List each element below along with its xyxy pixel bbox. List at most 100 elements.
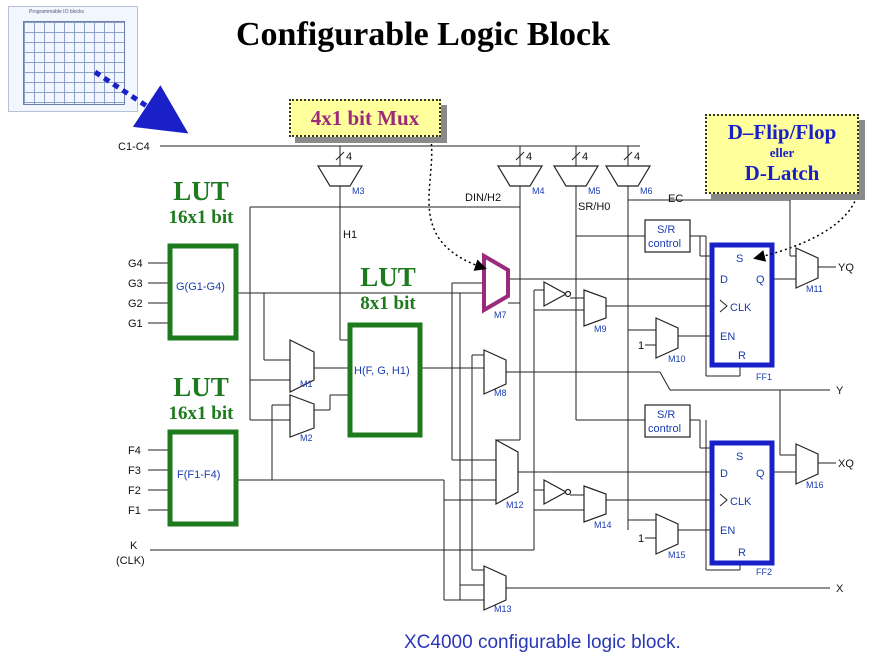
flipflop-callout-line2: eller	[769, 145, 795, 160]
ff2-en: EN	[720, 525, 735, 537]
input-f4: F4	[128, 445, 141, 457]
mux-m2	[289, 394, 315, 438]
wires	[148, 145, 836, 601]
sr-control-2	[644, 404, 691, 438]
flipflop-ff1	[709, 242, 775, 368]
output-y: Y	[836, 385, 844, 397]
input-f2: F2	[128, 485, 141, 497]
lut-h-box	[347, 322, 423, 438]
input-c1-c4: C1-C4	[118, 141, 150, 153]
fpga-array-thumbnail: Programmable IO blocks	[8, 6, 138, 112]
mux-m5	[552, 165, 600, 187]
mux-m16	[795, 443, 819, 485]
label-m14: M14	[594, 520, 612, 530]
label-m1: M1	[300, 379, 313, 389]
mux-m6	[604, 165, 652, 187]
input-f3: F3	[128, 465, 141, 477]
ff2-r: R	[738, 547, 746, 559]
input-k: K	[130, 540, 138, 552]
label-m10: M10	[668, 354, 686, 364]
flipflop-ff2	[709, 440, 775, 566]
mux-m14	[583, 485, 607, 523]
signal-h1: H1	[343, 229, 357, 241]
inverter-top	[543, 280, 568, 308]
mux-m8	[483, 349, 507, 395]
mux-m11	[795, 247, 819, 289]
output-yq: YQ	[838, 262, 854, 274]
inverters	[543, 280, 572, 506]
lut-g-block-label: G(G1-G4)	[176, 281, 225, 293]
lut-h-size: 8x1 bit	[360, 293, 416, 314]
input-f1: F1	[128, 505, 141, 517]
ff1-clk: CLK	[730, 302, 752, 314]
flipflop-callout: D–Flip/Flop eller D-Latch	[705, 114, 859, 194]
top-muxes	[316, 165, 652, 187]
lut-g-heading: LUT	[173, 176, 229, 206]
input-g4: G4	[128, 258, 143, 270]
ff1-name: FF1	[756, 372, 772, 382]
lut-h-block-label: H(F, G, H1)	[354, 365, 410, 377]
mux-m7-highlighted	[482, 252, 510, 314]
bus-width-m4: 4	[526, 151, 532, 163]
label-m2: M2	[300, 433, 313, 443]
label-m15: M15	[668, 550, 686, 560]
inverter-bottom	[543, 478, 568, 506]
input-g3: G3	[128, 278, 143, 290]
lut-f-box	[167, 429, 239, 527]
mux-m4	[496, 165, 544, 187]
mux-m3	[316, 165, 364, 187]
label-m5: M5	[588, 186, 601, 196]
ff2-clk: CLK	[730, 496, 752, 508]
side-muxes	[289, 247, 819, 611]
input-g1: G1	[128, 318, 143, 330]
lut-g-label: LUT 16x1 bit	[166, 176, 236, 229]
mux-m12	[495, 438, 519, 506]
mux-m13	[483, 565, 507, 611]
ff2-q: Q	[756, 468, 765, 480]
mux-m1	[289, 339, 315, 393]
label-m6: M6	[640, 186, 653, 196]
ff1-en: EN	[720, 331, 735, 343]
lut-f-label: LUT 16x1 bit	[166, 372, 236, 425]
label-m8: M8	[494, 388, 507, 398]
sr-control-1-line2: control	[648, 238, 681, 250]
pointer-arrow	[93, 69, 189, 134]
constant-one-bottom: 1	[638, 533, 644, 545]
lut-f-size: 16x1 bit	[168, 403, 234, 424]
page-title: Configurable Logic Block	[236, 16, 611, 53]
thumbnail-header: Programmable IO blocks	[29, 9, 85, 15]
flipflop-callout-line3: D-Latch	[744, 161, 820, 185]
mux-m10	[655, 317, 679, 359]
ff2-name: FF2	[756, 567, 772, 577]
label-m11: M11	[806, 284, 823, 294]
bus-width-m5: 4	[582, 151, 588, 163]
clb-grid	[23, 21, 125, 105]
signal-din-h2: DIN/H2	[465, 192, 501, 204]
label-m13: M13	[494, 604, 512, 614]
lut-f-block-label: F(F1-F4)	[177, 469, 220, 481]
ff1-d: D	[720, 274, 728, 286]
ff1-s: S	[736, 253, 743, 265]
ff1-r: R	[738, 350, 746, 362]
mux-callout: 4x1 bit Mux	[289, 99, 441, 137]
mux-m9	[583, 289, 607, 327]
ff2-s: S	[736, 451, 743, 463]
label-m7: M7	[494, 310, 507, 320]
label-m4: M4	[532, 186, 545, 196]
sr-control-2-line1: S/R	[657, 409, 675, 421]
lut-h-label: LUT 8x1 bit	[350, 262, 426, 315]
bus-width-m3: 4	[346, 151, 352, 163]
constant-one-top: 1	[638, 340, 644, 352]
label-m12: M12	[506, 500, 524, 510]
sr-control-1-line1: S/R	[657, 224, 675, 236]
figure-caption: XC4000 configurable logic block.	[404, 632, 681, 653]
lut-g-box	[167, 243, 239, 341]
ff2-d: D	[720, 468, 728, 480]
lut-f-heading: LUT	[173, 372, 229, 402]
ff1-q: Q	[756, 274, 765, 286]
bus-width-m6: 4	[634, 151, 640, 163]
bus-markers	[335, 151, 633, 161]
output-xq: XQ	[838, 458, 854, 470]
signal-sr-h0: SR/H0	[578, 201, 610, 213]
